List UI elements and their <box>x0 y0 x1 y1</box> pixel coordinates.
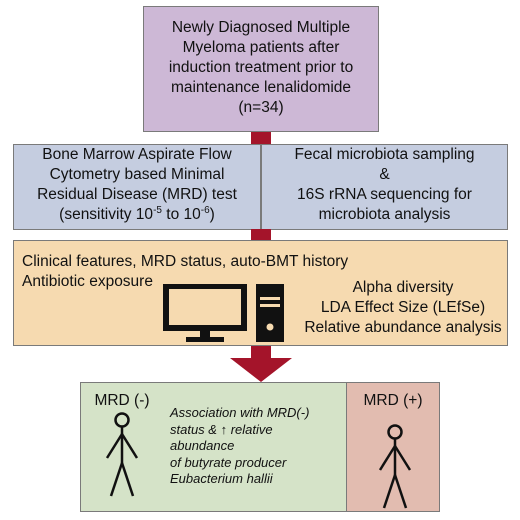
tower-case <box>256 284 284 342</box>
sensitivity-line: (sensitivity 10-5 to 10-6) <box>13 205 261 225</box>
cohort-line: maintenance lenalidomide <box>170 79 352 96</box>
fecal-sampling-box <box>261 144 508 230</box>
flow-line: Bone Marrow Aspirate Flow <box>42 146 232 163</box>
person-positive-icon <box>378 424 412 509</box>
antibiotic-text: Antibiotic exposure <box>22 273 153 290</box>
finding-text: Association with MRD(-) status & ↑ relat… <box>170 405 348 488</box>
clinical-features-text: Clinical features, MRD status, auto-BMT … <box>22 253 349 270</box>
methods-text: Alpha diversity LDA Effect Size (LEfSe) … <box>303 278 503 338</box>
connector-top <box>251 132 271 145</box>
mrd-positive-label: MRD (+) <box>363 392 423 409</box>
method-line: Relative abundance analysis <box>304 319 502 336</box>
cohort-line: Newly Diagnosed Multiple <box>171 19 351 36</box>
cohort-line: (n=34) <box>238 99 284 116</box>
tower-button <box>266 323 274 331</box>
monitor-screen <box>169 289 241 325</box>
exponent-1: -5 <box>153 204 162 216</box>
finding-line: abundance <box>170 438 235 453</box>
connector-middle <box>251 229 271 241</box>
down-arrow-icon <box>230 346 292 382</box>
exponent-2: -6 <box>200 204 210 216</box>
mrd-negative-box <box>80 382 346 512</box>
finding-line: Association with MRD(-) <box>170 405 310 420</box>
fecal-line: Fecal microbiota sampling <box>294 146 475 163</box>
fecal-line: & <box>379 166 390 183</box>
sensitivity-suffix: ) <box>209 206 215 223</box>
sensitivity-to: to 10 <box>161 206 201 223</box>
fecal-line: microbiota analysis <box>318 206 451 223</box>
monitor-stand <box>186 337 224 342</box>
mrd-negative-label: MRD (-) <box>94 392 150 409</box>
method-line: LDA Effect Size (LEfSe) <box>320 299 486 316</box>
cohort-line: induction treatment prior to <box>168 59 354 76</box>
tower-slot <box>260 297 280 300</box>
fecal-sampling-text: Fecal microbiota sampling & 16S rRNA seq… <box>261 145 508 225</box>
monitor-neck <box>200 331 210 337</box>
cohort-box <box>143 6 379 132</box>
flow-line: Cytometry based Minimal <box>49 166 225 183</box>
sensitivity-prefix: (sensitivity 10 <box>59 206 154 223</box>
cohort-text: Newly Diagnosed Multiple Myeloma patient… <box>143 18 379 118</box>
person-negative-icon <box>105 412 139 497</box>
finding-line: Eubacterium hallii <box>170 471 273 486</box>
computer-icon <box>163 284 284 342</box>
finding-line: of butyrate producer <box>170 454 287 470</box>
tower-slot <box>260 304 280 307</box>
finding-line: status & ↑ relative <box>170 421 273 437</box>
flow-line: Residual Disease (MRD) test <box>37 186 237 203</box>
fecal-line: 16S rRNA sequencing for <box>297 186 472 203</box>
flow-cytometry-text: Bone Marrow Aspirate Flow Cytometry base… <box>13 145 261 225</box>
cohort-line: Myeloma patients after <box>182 39 340 56</box>
method-line: Alpha diversity <box>352 279 454 296</box>
flow-cytometry-box <box>13 144 261 230</box>
